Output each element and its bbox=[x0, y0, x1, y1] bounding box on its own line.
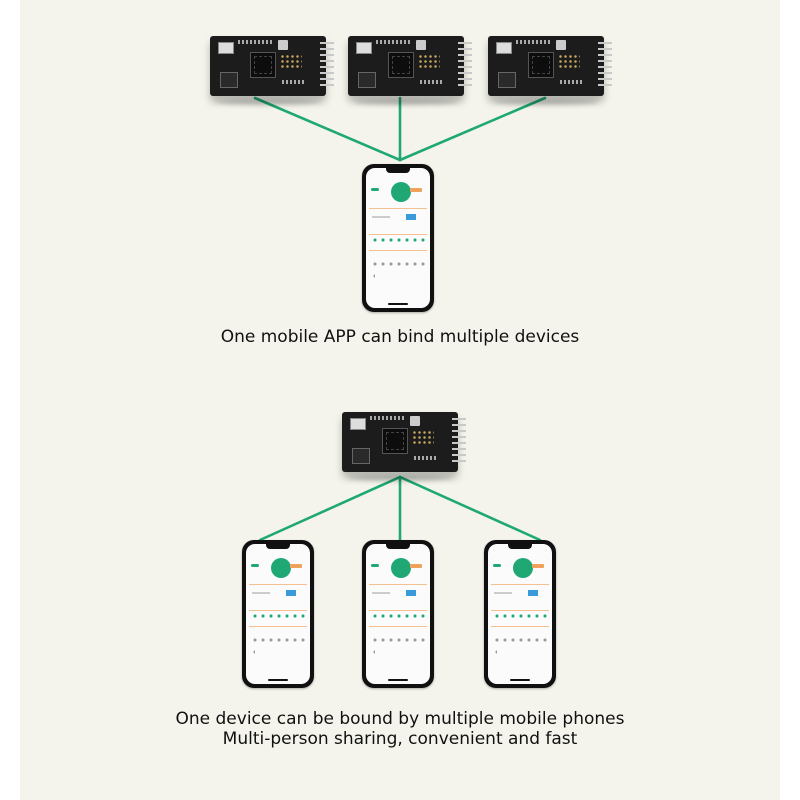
connector-board1-phone bbox=[253, 96, 402, 162]
circuit-board-icon bbox=[488, 36, 612, 105]
caption-one-app-multiple-devices: One mobile APP can bind multiple devices bbox=[220, 327, 580, 347]
circuit-board-icon bbox=[210, 36, 334, 105]
circuit-board-icon bbox=[342, 412, 466, 481]
connector-board3-phone bbox=[398, 96, 547, 162]
caption-one-device-multiple-phones: One device can be bound by multiple mobi… bbox=[175, 709, 625, 729]
diagram-canvas: One mobile APP can bind multiple devices bbox=[20, 0, 780, 800]
smartphone-icon bbox=[242, 540, 314, 688]
connector-board-phone1 bbox=[258, 475, 402, 542]
smartphone-icon bbox=[362, 540, 434, 688]
circuit-board-icon bbox=[348, 36, 472, 105]
connector-lines bbox=[253, 96, 547, 542]
connector-board-phone3 bbox=[398, 475, 542, 542]
smartphone-icon bbox=[362, 164, 434, 312]
caption-multi-person-sharing: Multi-person sharing, convenient and fas… bbox=[222, 729, 578, 749]
smartphone-icon bbox=[484, 540, 556, 688]
